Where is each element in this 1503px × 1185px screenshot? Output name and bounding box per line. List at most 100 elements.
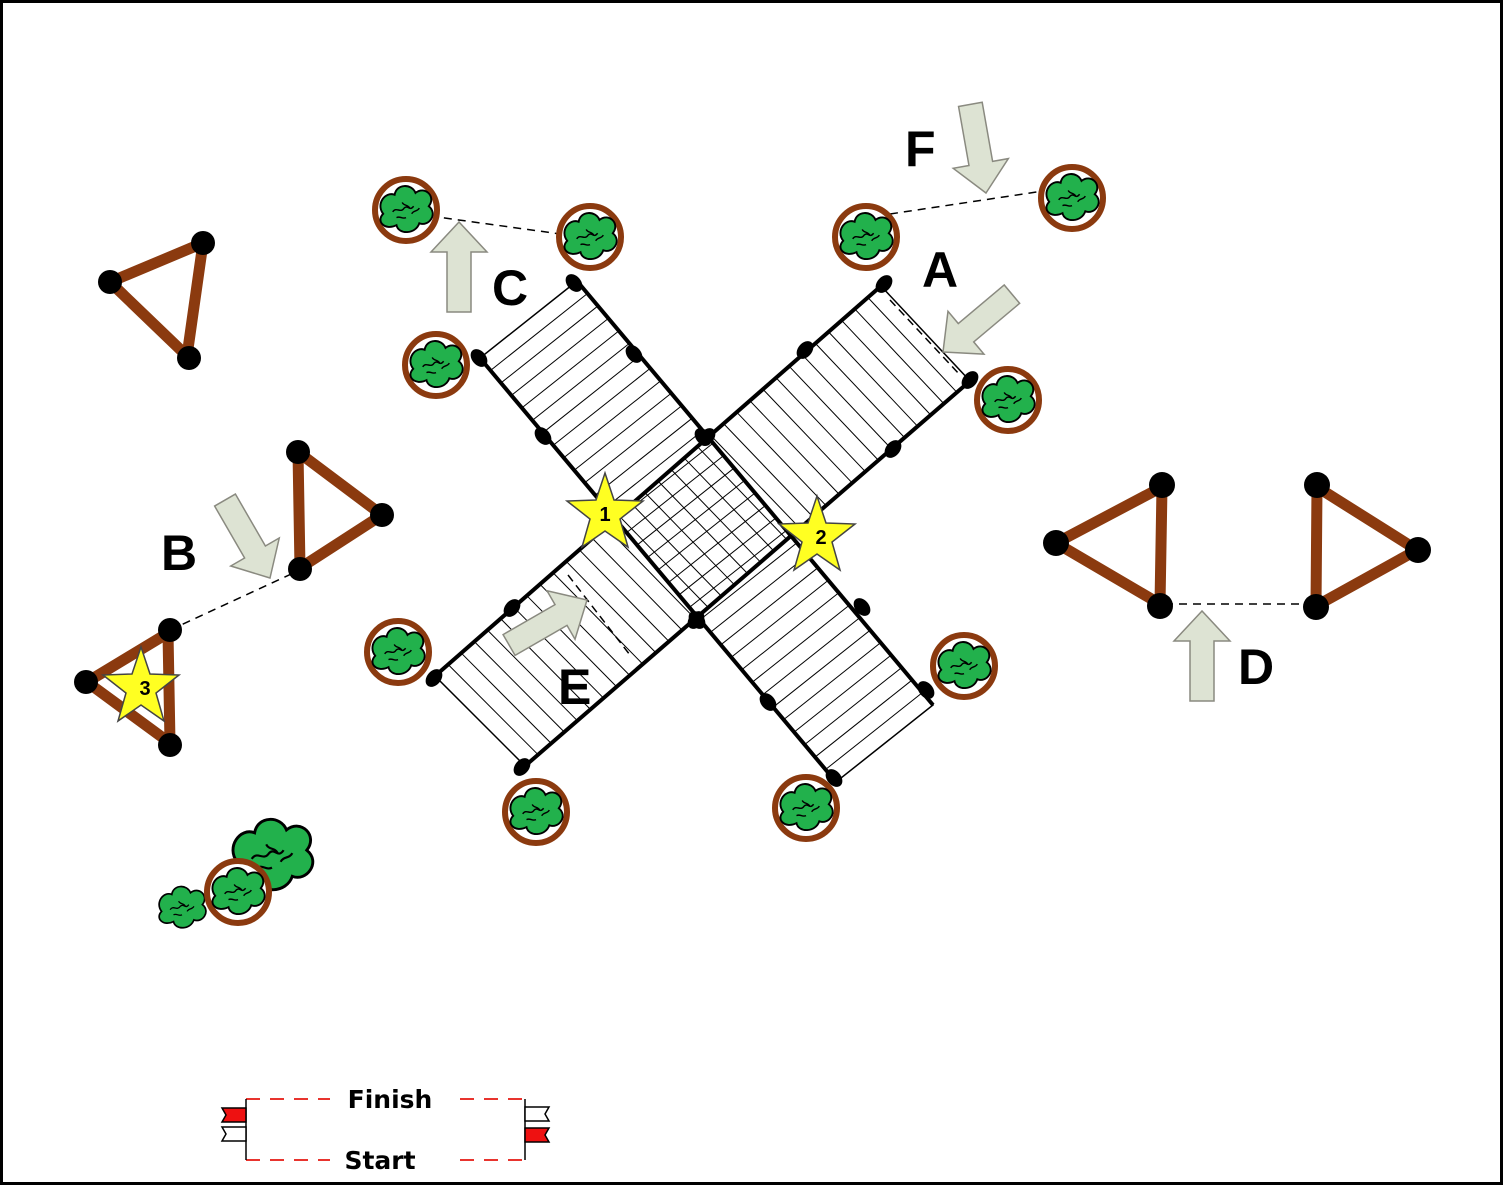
bridge-slat: [804, 667, 902, 745]
bridge-slat: [584, 405, 683, 484]
cross-obstacle: [425, 274, 979, 787]
potted-plant-icon: [405, 334, 467, 396]
bridge-slat: [542, 355, 641, 434]
bridge-slat: [565, 560, 657, 654]
bridge-slat: [473, 641, 565, 733]
flag-icon: [524, 1106, 551, 1143]
direction-arrow-icon: [430, 221, 488, 313]
bridge-slat: [867, 297, 958, 393]
bridge-slat: [689, 530, 787, 608]
cone-icon: [286, 440, 310, 464]
cone-triangle-d-left: [1050, 481, 1168, 610]
bridge-slat: [828, 331, 919, 427]
shrub-cluster: [158, 817, 315, 929]
bridge-slat: [594, 417, 693, 496]
bridge-slat: [762, 388, 853, 484]
bridge-slat: [815, 343, 905, 438]
bridge-slat: [801, 354, 892, 450]
direction-arrow-icon: [942, 98, 1015, 199]
bridge-slat: [644, 492, 735, 586]
cone-icon: [1303, 594, 1329, 620]
bridge-slat: [683, 457, 775, 552]
bridge-slat: [487, 629, 578, 722]
cone-icon: [158, 618, 182, 642]
bridge-slat: [511, 318, 609, 396]
star-2-label: 2: [815, 527, 826, 549]
bridge-slat: [500, 305, 599, 384]
bridge-slat: [749, 400, 840, 495]
bridge-slat: [678, 517, 777, 596]
bridge-slat: [825, 692, 923, 770]
bridge-slat: [730, 579, 829, 658]
cone-icon: [191, 231, 215, 255]
bridge-slat: [647, 480, 745, 558]
bridge-slat: [490, 293, 588, 371]
potted-plant-icon: [367, 621, 429, 683]
stars: 1 2 3: [102, 472, 856, 722]
gate-lines: [169, 189, 1315, 631]
gate-d-label: D: [1238, 639, 1274, 695]
bridge-slat: [720, 567, 819, 646]
cone-icon: [370, 503, 394, 527]
potted-plant-icon: [977, 369, 1039, 431]
potted-plant-icon: [559, 206, 621, 268]
cone-icon: [1405, 537, 1431, 563]
cone-icon: [158, 733, 182, 757]
bridge-slat: [772, 629, 871, 708]
cone-triangle-topleft: [104, 237, 209, 362]
bridge-slat: [741, 592, 840, 671]
cone-triangle-b: [292, 446, 388, 574]
bridge-slat: [657, 480, 748, 574]
cone-triangle-d-right: [1310, 481, 1423, 612]
bridge-slat: [552, 572, 644, 665]
bridge-slat: [783, 642, 881, 721]
bridge-slat: [526, 595, 617, 688]
gate-b-label: B: [161, 525, 197, 581]
cone-icon: [1149, 472, 1175, 498]
gate-labels: A B C D E F: [161, 121, 1274, 715]
potted-plant-icon: [775, 777, 837, 839]
cone-icon: [1304, 472, 1330, 498]
bridge-slat: [636, 467, 735, 546]
bridge-slat: [788, 365, 879, 461]
legend-start-label: Start: [344, 1146, 415, 1175]
direction-arrow-icon: [200, 485, 295, 593]
bridge-slat: [563, 380, 662, 459]
bridge-slat: [814, 679, 913, 758]
shrub-icon: [158, 885, 207, 929]
bridge-slat: [618, 515, 709, 608]
bridge-slat: [854, 308, 945, 404]
potted-plant-icon: [835, 206, 897, 268]
bridge-slat: [605, 430, 703, 509]
bridge-slat: [841, 320, 932, 416]
bridge-slat: [532, 342, 630, 421]
bridge-slat: [552, 367, 651, 446]
cone-icon: [74, 670, 98, 694]
potted-plant-icon: [207, 861, 269, 923]
bridge-slat: [793, 654, 892, 733]
direction-arrow-icon: [1173, 610, 1231, 702]
gate-a-label: A: [922, 242, 958, 298]
legend-start-finish: Finish Start: [220, 1085, 551, 1175]
bridge-slat: [573, 392, 672, 471]
potted-plant-icon: [505, 781, 567, 843]
bridge-slat: [710, 434, 801, 529]
bridge-slat: [710, 554, 808, 633]
bridge-slat: [723, 423, 814, 518]
potted-plant-icon: [1041, 167, 1103, 229]
star-1-label: 1: [599, 504, 610, 526]
gate-e-label: E: [558, 659, 591, 715]
bridge-slat: [578, 549, 670, 642]
gate-f-label: F: [905, 121, 936, 177]
bridge-slat: [751, 604, 850, 683]
bridge-slat: [699, 542, 798, 621]
flag-icon: [220, 1107, 247, 1142]
cone-icon: [288, 557, 312, 581]
bridge-slat: [626, 455, 724, 533]
potted-plant-icon: [933, 635, 995, 697]
bridge-slat: [460, 652, 552, 744]
bridge-slat: [521, 330, 620, 409]
bridge-slat: [668, 505, 766, 583]
cone-icon: [1147, 593, 1173, 619]
